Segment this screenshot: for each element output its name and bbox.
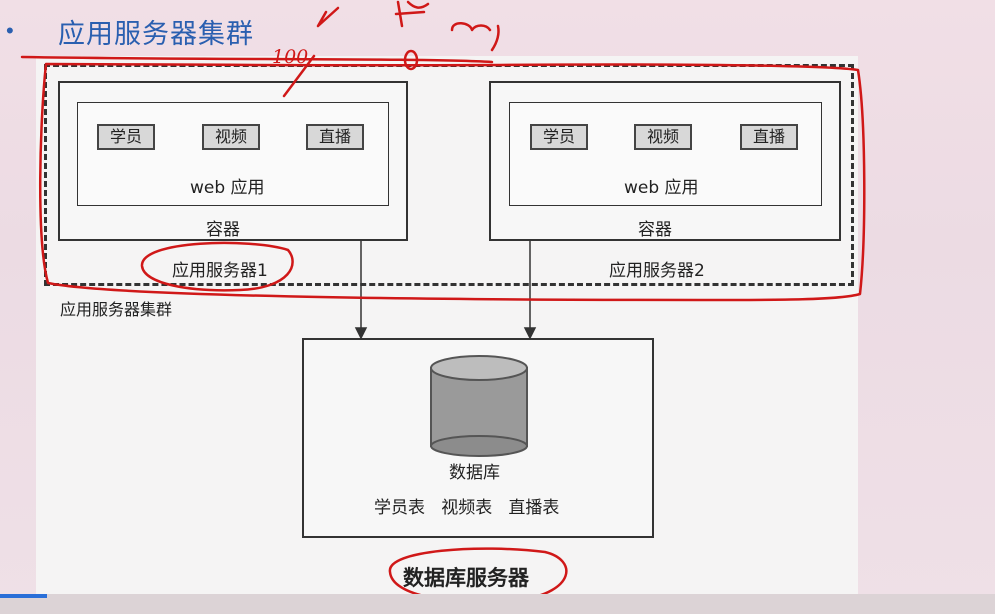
module-live-1: 直播	[306, 124, 364, 150]
arrow-server1-to-db	[354, 241, 368, 340]
bullet-point: •	[6, 18, 14, 43]
red-scribble-wave	[450, 22, 500, 52]
red-scribble-zero	[403, 49, 419, 71]
cluster-label: 应用服务器集群	[60, 300, 173, 319]
handwritten-100: 100	[272, 46, 309, 68]
database-label: 数据库	[449, 463, 500, 483]
web-app-box-1	[77, 102, 389, 206]
red-ink-annotations	[20, 0, 866, 603]
database-tables-label: 学员表 视频表 直播表	[374, 498, 560, 518]
module-video-1: 视频	[202, 124, 260, 150]
database-cylinder-icon	[430, 355, 528, 457]
web-app-label-1: web 应用	[190, 178, 265, 198]
module-student-2: 学员	[530, 124, 588, 150]
arrow-server2-to-db	[523, 241, 537, 340]
module-student-1: 学员	[97, 124, 155, 150]
module-video-2: 视频	[634, 124, 692, 150]
container-label-2: 容器	[638, 220, 672, 240]
red-circle-server1	[140, 241, 294, 292]
database-server-label: 数据库服务器	[403, 566, 529, 590]
web-app-box-2	[509, 102, 822, 206]
player-bottom-bar	[0, 594, 995, 614]
video-progress-bar[interactable]	[0, 594, 47, 598]
red-circle-cluster	[38, 62, 866, 302]
server-label-1: 应用服务器1	[172, 261, 268, 281]
container-label-1: 容器	[206, 220, 240, 240]
red-scribble-pen	[394, 0, 430, 28]
slide-title: 应用服务器集群	[58, 19, 254, 50]
red-underline-title	[20, 55, 494, 64]
web-app-label-2: web 应用	[624, 178, 699, 198]
red-scribble-arrow	[316, 6, 340, 28]
module-live-2: 直播	[740, 124, 798, 150]
server-label-2: 应用服务器2	[609, 261, 705, 281]
red-scribble-slash	[282, 54, 316, 98]
